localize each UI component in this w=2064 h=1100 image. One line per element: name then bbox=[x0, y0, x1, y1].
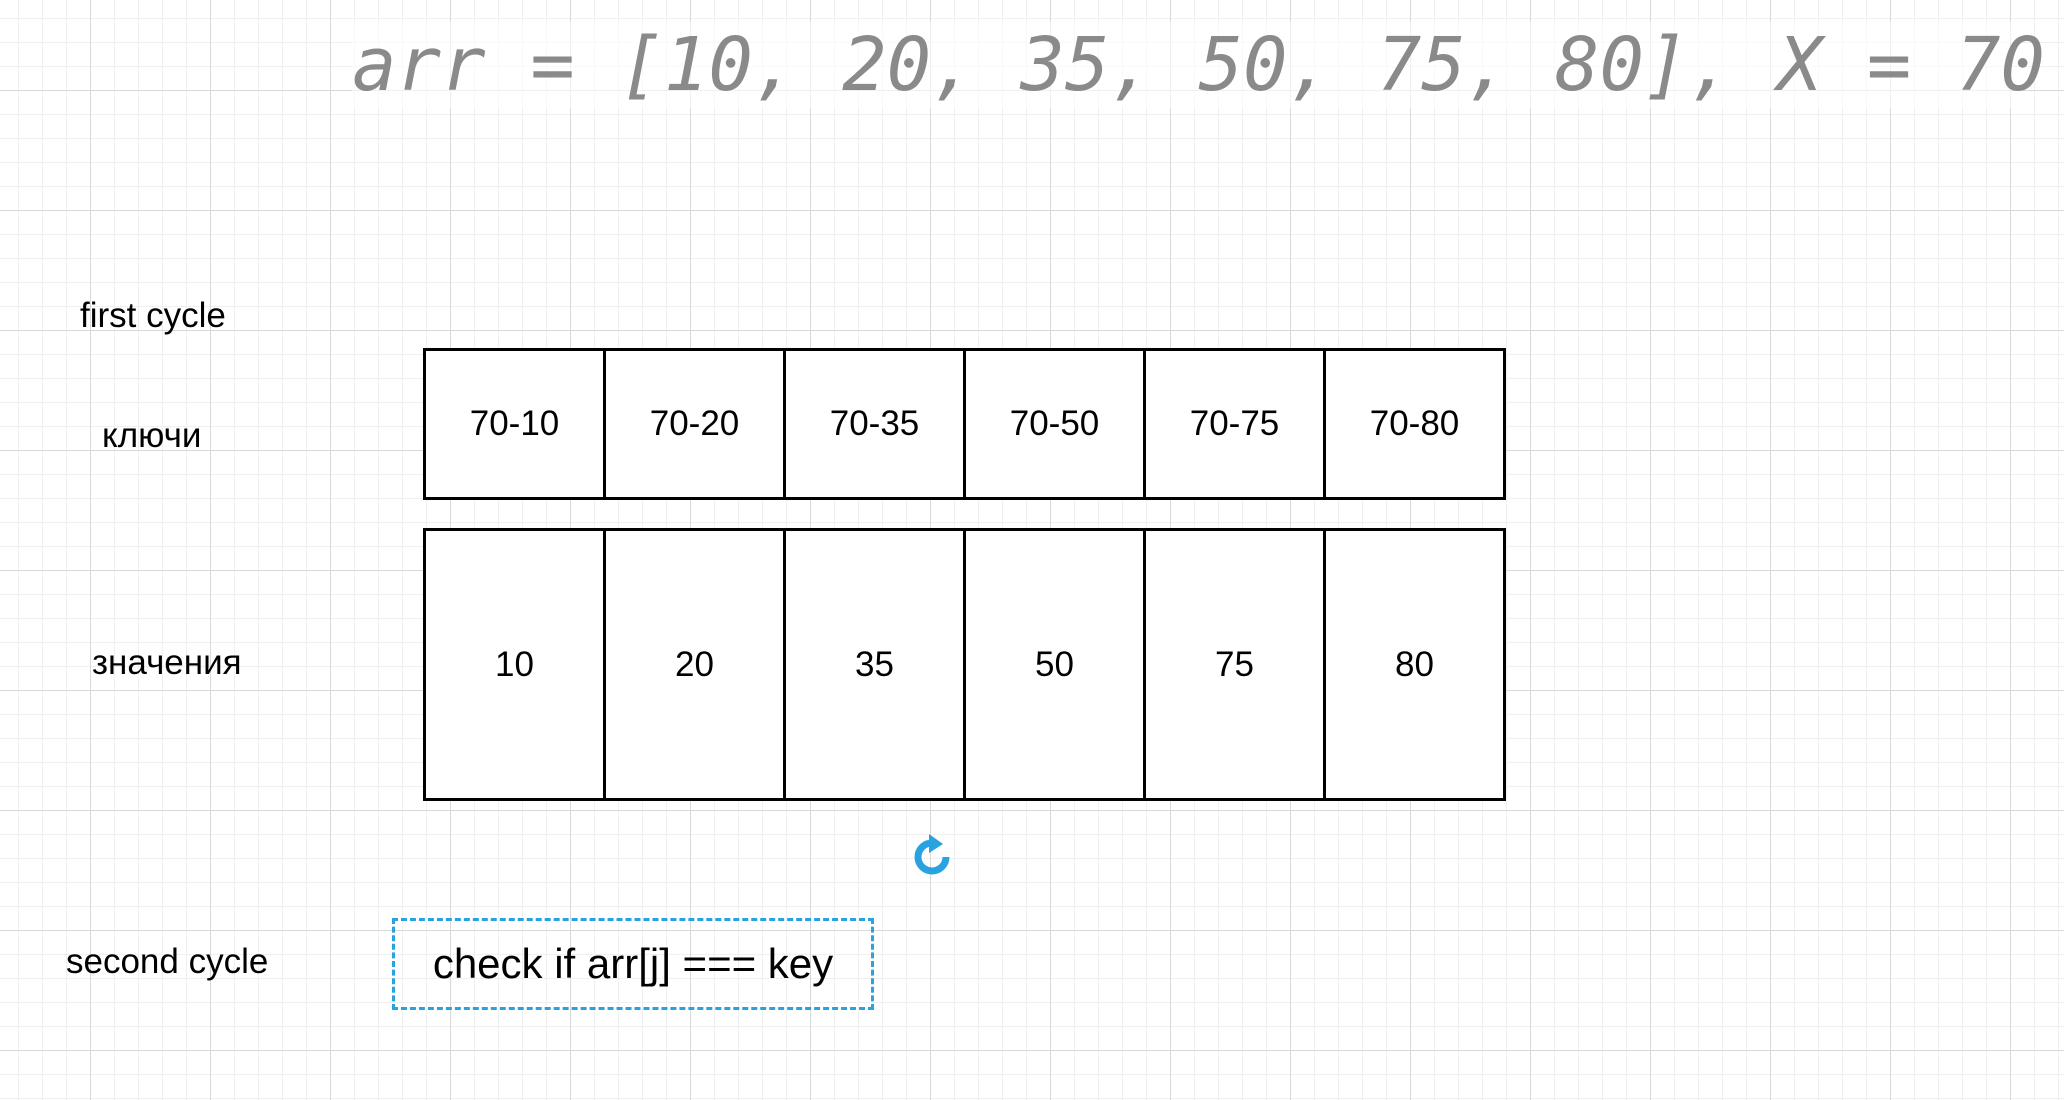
value-cell[interactable]: 80 bbox=[1323, 531, 1503, 798]
value-cell[interactable]: 35 bbox=[783, 531, 963, 798]
label-first-cycle[interactable]: first cycle bbox=[80, 296, 226, 335]
key-cell[interactable]: 70-75 bbox=[1143, 351, 1323, 497]
array-formula[interactable]: arr = [10, 20, 35, 50, 75, 80], X = 70 bbox=[352, 22, 2045, 108]
key-cell[interactable]: 70-10 bbox=[469, 404, 560, 443]
label-second-cycle[interactable]: second cycle bbox=[66, 942, 269, 981]
selected-note[interactable]: check if arr[j] === key bbox=[392, 918, 874, 1010]
value-cell[interactable]: 50 bbox=[963, 531, 1143, 798]
keys-row[interactable]: 70-10 70-20 70-35 70-50 70-75 70-80 bbox=[423, 348, 1506, 500]
value-cell[interactable]: 20 bbox=[603, 531, 783, 798]
label-keys[interactable]: ключи bbox=[102, 416, 202, 455]
key-cell[interactable]: 70-20 bbox=[603, 351, 783, 497]
values-row[interactable]: 10 20 35 50 75 80 bbox=[423, 528, 1506, 801]
label-values[interactable]: значения bbox=[92, 643, 242, 682]
rotate-handle-icon[interactable] bbox=[912, 834, 952, 880]
value-cell[interactable]: 10 bbox=[495, 644, 534, 684]
value-cell[interactable]: 75 bbox=[1143, 531, 1323, 798]
key-cell[interactable]: 70-35 bbox=[783, 351, 963, 497]
key-cell[interactable]: 70-80 bbox=[1323, 351, 1503, 497]
key-cell[interactable]: 70-50 bbox=[963, 351, 1143, 497]
